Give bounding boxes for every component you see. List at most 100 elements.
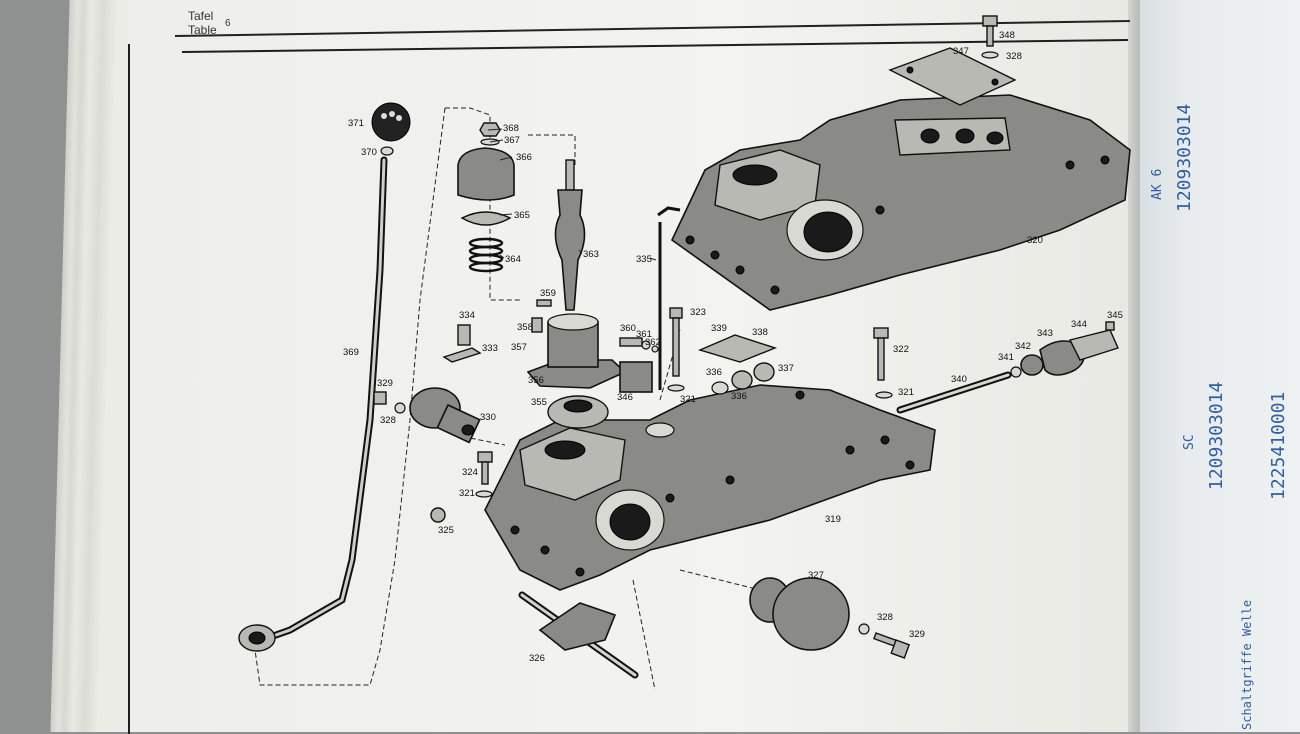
- tafel-label: Tafel: [188, 9, 214, 23]
- drawing-frame: [128, 44, 1130, 734]
- handwritten-ak6-number: 1209303014: [1174, 103, 1195, 212]
- nut-370: [380, 146, 394, 156]
- label-328-top: 328: [1006, 51, 1022, 62]
- label-336-b: 336: [731, 391, 747, 402]
- label-320: 320: [1027, 235, 1043, 246]
- bolt-324-shank: [481, 461, 489, 485]
- label-334: 334: [459, 310, 475, 321]
- ring-336b: [731, 370, 753, 390]
- ring-336: [711, 381, 729, 395]
- bearing-342: [1020, 354, 1044, 376]
- label-360: 360: [620, 323, 636, 334]
- label-367: 367: [504, 135, 520, 146]
- label-362: 362: [645, 337, 661, 348]
- label-335: 335: [636, 254, 652, 265]
- cap-366: [457, 147, 515, 201]
- housing-356: [526, 313, 627, 389]
- label-348: 348: [999, 30, 1015, 41]
- handwritten-bottom-note: Schaltgriffe Welle: [1240, 599, 1254, 730]
- knob-371: [371, 102, 411, 142]
- shift-rod-369: [238, 156, 388, 652]
- handwritten-ak6: AK 6: [1150, 168, 1165, 200]
- label-327: 327: [808, 570, 824, 581]
- washer-328-upper: [394, 402, 406, 414]
- pin-360: [619, 337, 643, 347]
- bolt-329-lower: [873, 632, 911, 659]
- handwritten-sc: SC: [1182, 434, 1197, 450]
- cone-365: [460, 211, 512, 226]
- wire-335: [657, 206, 681, 390]
- label-329-upper: 329: [377, 378, 393, 389]
- bolt-323-head: [669, 307, 683, 319]
- label-364: 364: [505, 254, 521, 265]
- bolt-323-shank: [672, 317, 680, 377]
- label-328-lower: 328: [877, 612, 893, 623]
- label-322: 322: [893, 344, 909, 355]
- fork-326: [518, 591, 639, 679]
- label-361: 361: [636, 329, 652, 340]
- screw-358: [531, 317, 543, 333]
- label-369: 369: [343, 347, 359, 358]
- pin-359: [536, 299, 552, 307]
- table-number: 6: [225, 18, 231, 29]
- ring-361: [641, 340, 651, 350]
- label-359: 359: [540, 288, 556, 299]
- housing-320: [670, 94, 1131, 311]
- label-321-mid: 321: [680, 394, 696, 405]
- bolt-324-head: [477, 451, 493, 463]
- label-339: 339: [711, 323, 727, 334]
- flange-344: [1068, 329, 1119, 361]
- label-347: 347: [953, 46, 969, 57]
- label-346: 346: [617, 392, 633, 403]
- bracket-330: [409, 387, 481, 444]
- ring-362: [651, 345, 659, 353]
- housing-319: [484, 384, 936, 591]
- label-321-right: 321: [898, 387, 914, 398]
- label-365: 365: [514, 210, 530, 221]
- plate-333: [442, 347, 482, 363]
- label-344: 344: [1071, 319, 1087, 330]
- label-363: 363: [583, 249, 599, 260]
- ring-341: [1010, 366, 1022, 378]
- label-355: 355: [531, 397, 547, 408]
- label-336-a: 336: [706, 367, 722, 378]
- washer-321-left: [475, 490, 493, 498]
- cover-327: [749, 577, 850, 651]
- label-358: 358: [517, 322, 533, 333]
- label-321-left: 321: [459, 488, 475, 499]
- right-page: [1140, 0, 1300, 732]
- label-342: 342: [1015, 341, 1031, 352]
- handwritten-sc-number: 1209303014: [1206, 381, 1227, 490]
- label-329-lower: 329: [909, 629, 925, 640]
- bolt-334: [457, 324, 471, 346]
- label-366: 366: [516, 152, 532, 163]
- bolt-322-shank: [877, 337, 885, 381]
- label-319: 319: [825, 514, 841, 525]
- plug-325: [430, 507, 446, 523]
- label-345: 345: [1107, 310, 1123, 321]
- bolt-348: [981, 15, 999, 59]
- gasket-338: [697, 334, 778, 363]
- label-337: 337: [778, 363, 794, 374]
- washer-321-right: [875, 391, 893, 399]
- screw-345: [1105, 321, 1115, 331]
- spring-364: [468, 237, 504, 273]
- bushing-355: [547, 395, 609, 429]
- plug-346: [619, 361, 653, 393]
- gasket-343: [1039, 340, 1085, 376]
- label-333: 333: [482, 343, 498, 354]
- label-326: 326: [529, 653, 545, 664]
- label-340: 340: [951, 374, 967, 385]
- plug-337: [753, 362, 775, 382]
- label-328-upper: 328: [380, 415, 396, 426]
- label-357: 357: [511, 342, 527, 353]
- label-371: 371: [348, 118, 364, 129]
- label-370: 370: [361, 147, 377, 158]
- label-323: 323: [690, 307, 706, 318]
- bolt-322-head: [873, 327, 889, 339]
- washer-321-mid: [667, 384, 685, 392]
- label-368: 368: [503, 123, 519, 134]
- label-338: 338: [752, 327, 768, 338]
- bolt-329-upper: [373, 391, 387, 405]
